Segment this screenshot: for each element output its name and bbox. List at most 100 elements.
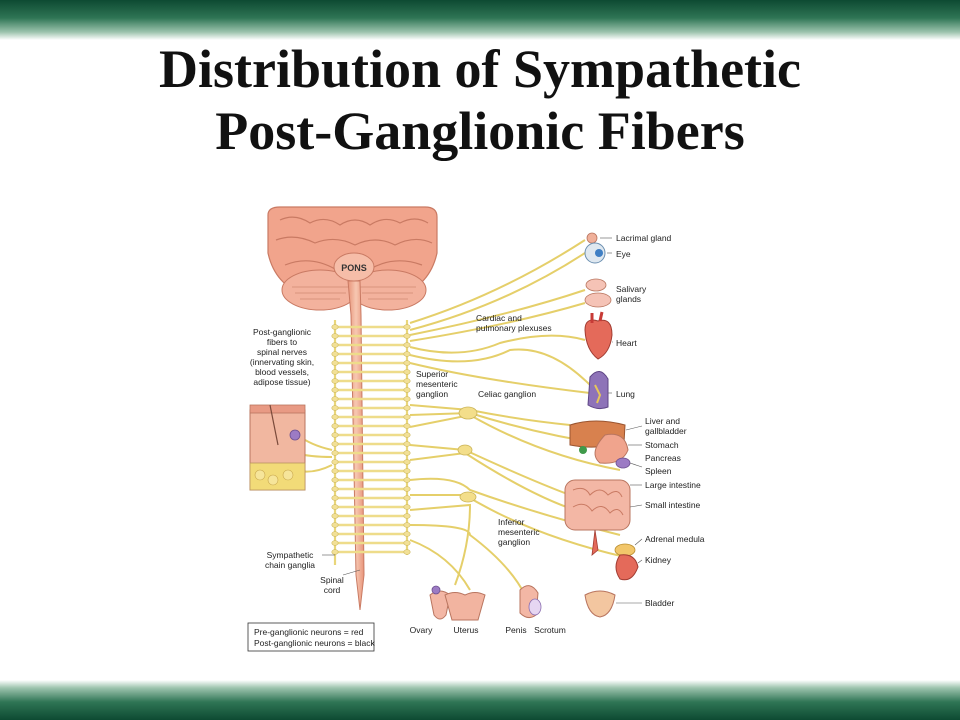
label-cord-2: cord (324, 585, 341, 595)
organs (429, 232, 639, 621)
eye-iris (595, 249, 603, 257)
chain-ganglion (403, 369, 411, 375)
chain-ganglion (403, 405, 411, 411)
salivary-gland-1 (585, 278, 607, 292)
chain-ganglion (331, 405, 339, 411)
left-labels: Post-ganglionic fibers to spinal nerves … (250, 327, 344, 595)
kidney-shape (615, 554, 639, 581)
chain-ganglion (403, 549, 411, 555)
chain-ganglion (331, 459, 339, 465)
heart-vessels (590, 311, 604, 323)
chain-ganglion (403, 531, 411, 537)
legend-preganglionic: Pre-ganglionic neurons = red (254, 627, 364, 637)
chain-ganglion (331, 432, 339, 438)
chain-ganglion (403, 351, 411, 357)
chain-ganglion (331, 360, 339, 366)
label-postg-5: blood vessels, (255, 367, 309, 377)
leader-lines (322, 237, 643, 604)
rectum-shape (591, 529, 599, 556)
label-lung: Lung (616, 389, 635, 399)
label-spleen: Spleen (645, 466, 672, 476)
chain-ganglion (403, 333, 411, 339)
label-large-intestine: Large intestine (645, 480, 701, 490)
chain-ganglion (331, 324, 339, 330)
label-uterus: Uterus (453, 625, 478, 635)
post-ganglionic-fibers (409, 239, 626, 596)
chain-ganglion (403, 495, 411, 501)
chain-ganglion (403, 540, 411, 546)
scrotum-shape (528, 598, 542, 616)
uterus-shape (444, 592, 486, 621)
label-postg-1: Post-ganglionic (253, 327, 312, 337)
chain-ganglion (403, 387, 411, 393)
chain-ganglion (403, 423, 411, 429)
label-heart: Heart (616, 338, 637, 348)
chain-ganglion (331, 441, 339, 447)
chain-ganglion (403, 504, 411, 510)
heart-shape (584, 319, 613, 360)
brain (267, 206, 438, 311)
gallbladder-shape (579, 446, 587, 454)
label-postg-4: (innervating skin, (250, 357, 314, 367)
salivary-gland-2 (584, 292, 612, 308)
chain-ganglion (403, 414, 411, 420)
label-small-intestine: Small intestine (645, 500, 701, 510)
chain-ganglion (403, 441, 411, 447)
chain-ganglion (331, 351, 339, 357)
label-inferior-2: mesenteric (498, 527, 540, 537)
skin-block (249, 404, 306, 491)
label-bladder: Bladder (645, 598, 674, 608)
sympathetic-chains (333, 320, 409, 565)
sympathetic-diagram: PONS (247, 206, 705, 652)
chain-ganglion (403, 432, 411, 438)
chain-ganglion (403, 324, 411, 330)
label-postg-3: spinal nerves (257, 347, 307, 357)
organ-labels: Lacrimal gland Eye Salivary glands Heart… (616, 233, 705, 608)
chain-ganglion (331, 504, 339, 510)
slide-title: Distribution of Sympathetic Post-Ganglio… (0, 38, 960, 162)
spleen-shape (615, 457, 631, 469)
label-celiac: Celiac ganglion (478, 389, 536, 399)
chain-ganglion (331, 342, 339, 348)
chain-ganglion (331, 369, 339, 375)
label-cord-1: Spinal (320, 575, 344, 585)
title-line-1: Distribution of Sympathetic (158, 39, 801, 99)
chain-ganglion (403, 477, 411, 483)
chain-ganglion (331, 387, 339, 393)
chain-ganglion (331, 378, 339, 384)
label-salivary-1: Salivary (616, 284, 647, 294)
label-eye: Eye (616, 249, 631, 259)
label-liver-1: Liver and (645, 416, 680, 426)
label-lacrimal: Lacrimal gland (616, 233, 672, 243)
legend-postganglionic: Post-ganglionic neurons = black (254, 638, 375, 648)
label-pancreas: Pancreas (645, 453, 681, 463)
label-superior-1: Superior (416, 369, 448, 379)
middle-labels: Cardiac and pulmonary plexuses Superior … (416, 313, 552, 547)
chain-ganglion (331, 468, 339, 474)
label-chain-1: Sympathetic (267, 550, 315, 560)
chain-ganglion (403, 468, 411, 474)
chain-ganglion (331, 450, 339, 456)
chain-ganglion (403, 360, 411, 366)
prevertebral-ganglia (457, 406, 478, 503)
legend-box: Pre-ganglionic neurons = red Post-gangli… (247, 622, 375, 652)
adrenal-shape (614, 543, 636, 557)
bottom-labels: Ovary Uterus Penis Scrotum (410, 625, 566, 635)
chain-ganglion (331, 396, 339, 402)
label-salivary-2: glands (616, 294, 641, 304)
bottom-green-band (0, 680, 960, 720)
label-cardiac-2: pulmonary plexuses (476, 323, 552, 333)
label-superior-3: ganglion (416, 389, 448, 399)
label-penis: Penis (505, 625, 526, 635)
label-liver-2: gallbladder (645, 426, 687, 436)
label-scrotum: Scrotum (534, 625, 566, 635)
label-kidney: Kidney (645, 555, 672, 565)
label-inferior-3: ganglion (498, 537, 530, 547)
spinal-cord (347, 280, 365, 611)
chain-ganglion (331, 549, 339, 555)
chain-ganglion (403, 513, 411, 519)
chain-ganglion (403, 396, 411, 402)
chain-rungs (332, 325, 410, 554)
chain-ganglion (331, 540, 339, 546)
chain-ganglion (331, 423, 339, 429)
